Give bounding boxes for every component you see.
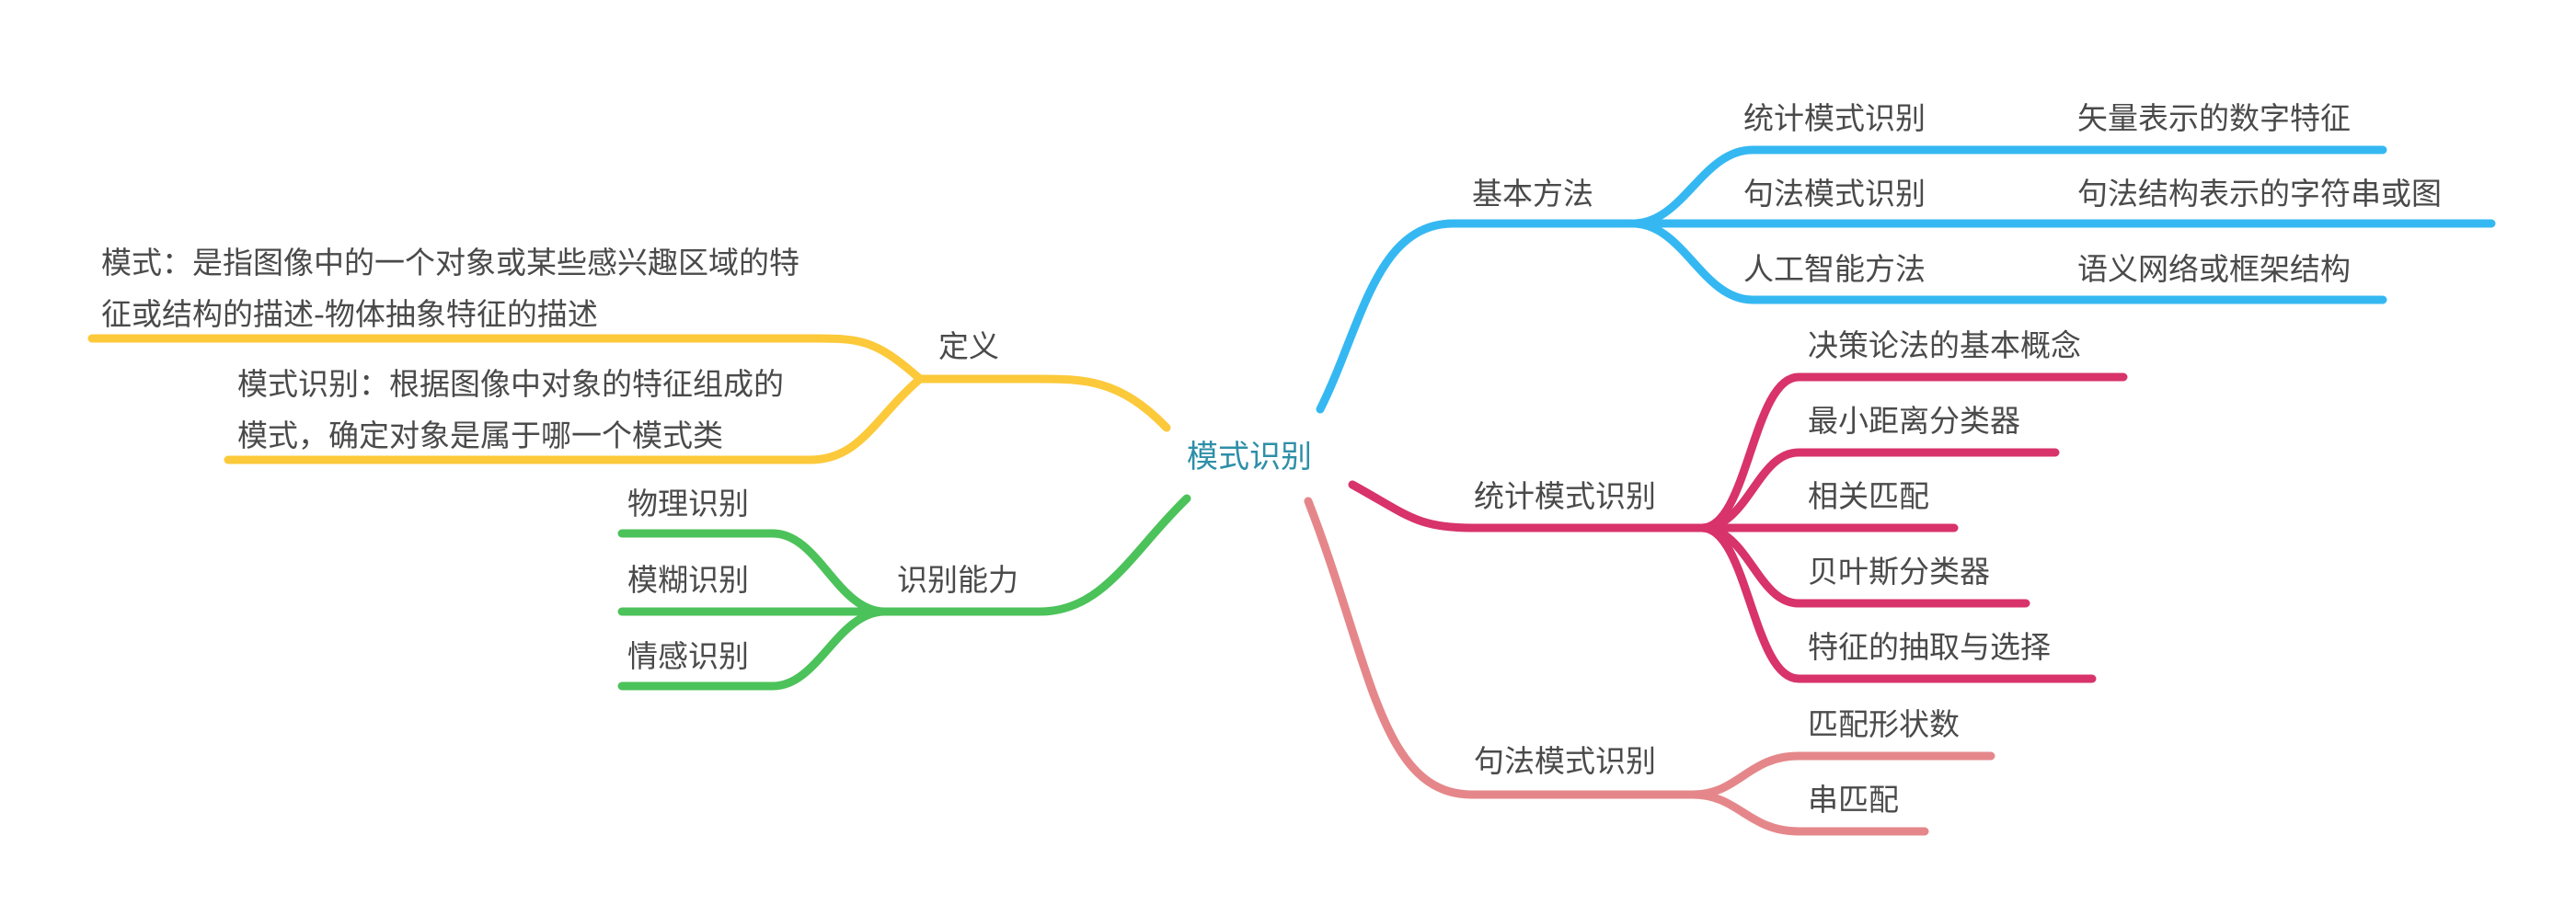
stat-item-bayes[interactable]: 贝叶斯分类器 — [1808, 554, 1990, 590]
syn-item-string-matching[interactable]: 串匹配 — [1808, 782, 1899, 818]
connector-definition-item-1 — [87, 334, 925, 384]
definition-item-pattern-recognition[interactable]: 模式识别：根据图像中对象的特征组成的模式，确定对象是属于哪一个模式类 — [237, 366, 784, 453]
stat-item-min-distance[interactable]: 最小距离分类器 — [1808, 403, 2020, 439]
definition-item-pattern[interactable]: 模式：是指图像中的一个对象或某些感兴趣区域的特征或结构的描述-物体抽象特征的描述 — [101, 245, 799, 332]
connector-ability-item-3 — [617, 607, 890, 691]
basic-method-syntactic[interactable]: 句法模式识别 — [1743, 176, 1926, 212]
connector-basic-item-3 — [1628, 219, 2387, 304]
branch-syntactic-label[interactable]: 句法模式识别 — [1474, 743, 1656, 779]
basic-method-statistical[interactable]: 统计模式识别 — [1743, 100, 1926, 136]
ability-item-physical[interactable]: 物理识别 — [627, 486, 749, 521]
connector-root-syntactic — [1304, 497, 1697, 799]
connector-definition-item-2 — [224, 374, 925, 464]
stat-item-feature-extraction[interactable]: 特征的抽取与选择 — [1808, 629, 2051, 665]
stat-item-decision-theory[interactable]: 决策论法的基本概念 — [1808, 327, 2081, 363]
branch-basic-methods-label[interactable]: 基本方法 — [1472, 176, 1593, 212]
ability-item-emotion[interactable]: 情感识别 — [627, 638, 749, 674]
connector-stat-item-5 — [1697, 523, 2097, 683]
basic-method-syntactic-detail[interactable]: 句法结构表示的字符串或图 — [2077, 176, 2442, 212]
stat-item-correlation[interactable]: 相关匹配 — [1808, 478, 1929, 514]
connector-root-recognition-ability — [880, 494, 1191, 616]
connector-root-statistical — [1348, 480, 1707, 532]
ability-item-fuzzy[interactable]: 模糊识别 — [627, 562, 749, 598]
branch-recognition-ability-label[interactable]: 识别能力 — [897, 562, 1018, 598]
basic-method-ai-detail[interactable]: 语义网络或框架结构 — [2077, 251, 2351, 287]
connector-root-basic-methods — [1316, 219, 1638, 414]
connector-syn-item-2 — [1688, 790, 1929, 836]
branch-statistical-label[interactable]: 统计模式识别 — [1474, 478, 1656, 514]
root-topic[interactable]: 模式识别 — [1187, 439, 1312, 475]
branch-definition-label[interactable]: 定义 — [938, 328, 999, 364]
connector-root-definition — [915, 374, 1171, 432]
basic-method-statistical-detail[interactable]: 矢量表示的数字特征 — [2077, 100, 2351, 136]
syn-item-shape-number[interactable]: 匹配形状数 — [1808, 706, 1960, 742]
basic-method-ai[interactable]: 人工智能方法 — [1743, 251, 1926, 287]
